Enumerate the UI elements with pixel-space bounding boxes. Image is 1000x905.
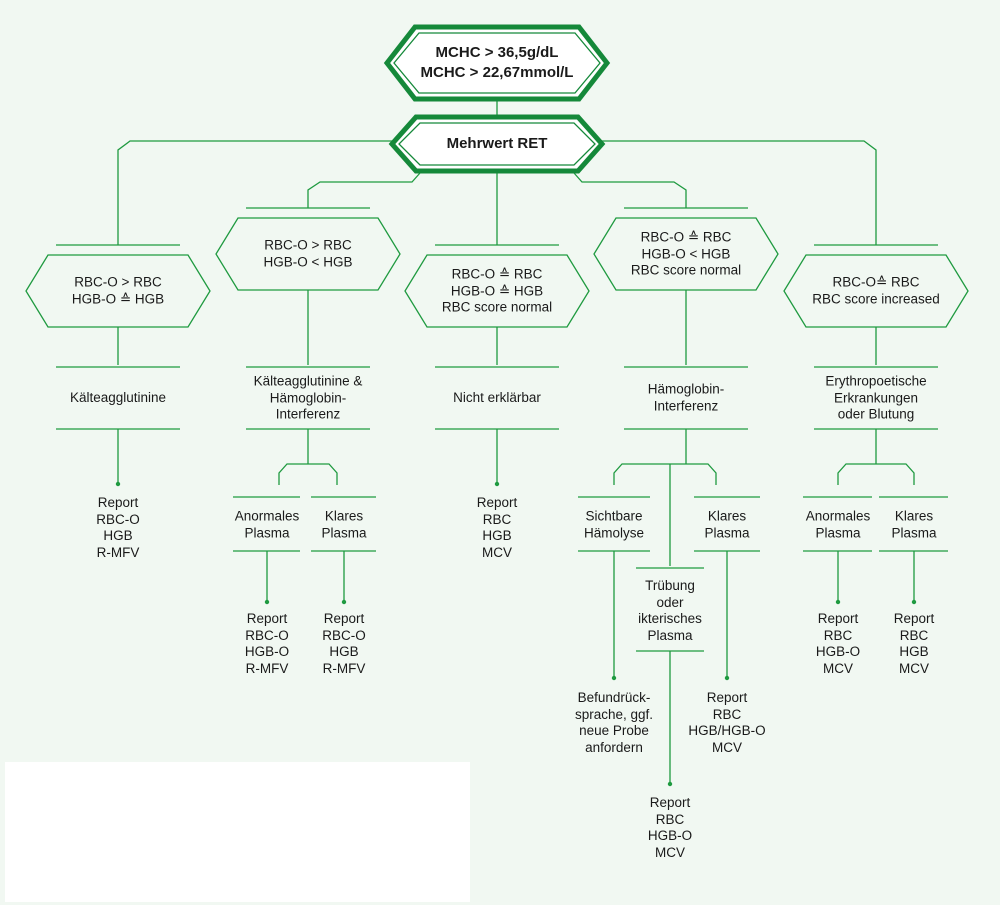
hex-3-shape [404, 254, 590, 328]
hex-5-shape [783, 254, 969, 328]
connector-dot [911, 599, 917, 605]
hex-4-shape [593, 217, 779, 291]
branch-line-1 [117, 140, 412, 245]
connector-dot [667, 781, 673, 787]
hex-mchc-border-inner [393, 32, 601, 94]
connector-dot [724, 675, 730, 681]
node-cause-3: Nicht erklärbar [453, 389, 541, 405]
branch-line-2 [307, 172, 421, 208]
connector-dot [494, 481, 500, 487]
node-cause-2: Kälteagglutinine &Hämoglobin-Interferenz [253, 373, 363, 422]
hex-2-shape [215, 217, 401, 291]
connector-dot [341, 599, 347, 605]
hex-ret-border-inner [398, 122, 596, 166]
hex-ret-border [388, 114, 606, 174]
node-cause-1: Kälteagglutinine [69, 389, 167, 405]
connector-dot [115, 481, 121, 487]
connector-dot [264, 599, 270, 605]
node-cause-4: Hämoglobin-Interferenz [647, 381, 725, 414]
blank-panel [5, 762, 470, 902]
connector-line [278, 463, 338, 485]
hex-1-shape [25, 254, 211, 328]
connector-line [837, 463, 915, 485]
connector-dot [835, 599, 841, 605]
node-mehrwert-ret: Mehrwert RET [446, 135, 548, 152]
connector-dot [611, 675, 617, 681]
branch-line-4 [573, 172, 687, 208]
hex-mchc-border [383, 24, 611, 102]
connector-line [613, 463, 717, 485]
branch-line-5 [582, 140, 877, 245]
